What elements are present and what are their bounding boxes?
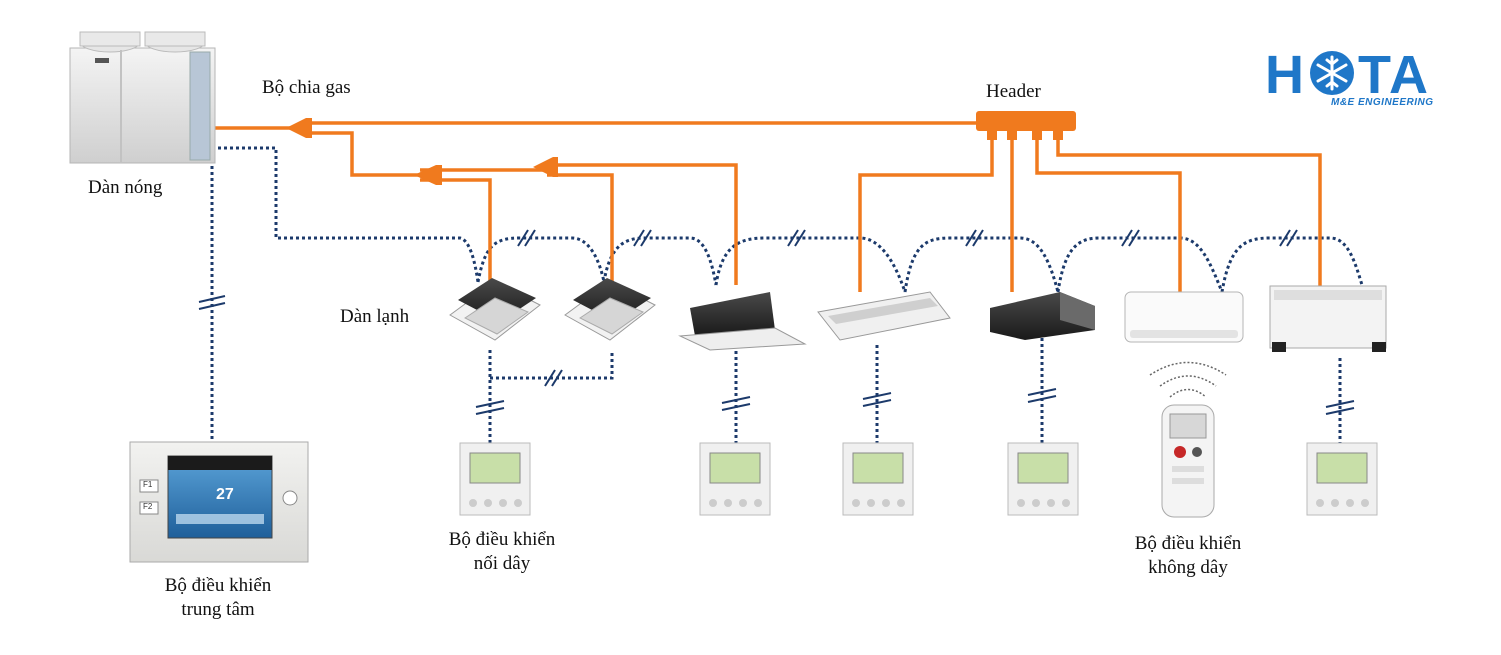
- snowflake-icon: [1308, 48, 1356, 96]
- indoor-ceiling-suspended: [817, 291, 951, 341]
- wire-break-marks: [198, 229, 1355, 415]
- gas-splitters: [286, 118, 558, 185]
- indoor-units-label: Dàn lạnh: [340, 306, 410, 327]
- wireless-controller-label: Bộ điều khiển không dây: [1108, 532, 1268, 580]
- wireless-controller-label-line2: không dây: [1148, 557, 1228, 578]
- central-controller: [129, 441, 309, 563]
- wired-controller-1: [459, 442, 531, 516]
- header-label: Header: [986, 81, 1041, 102]
- indoor-wall-mounted: [1124, 291, 1244, 343]
- indoor-cassette-1: [449, 278, 541, 341]
- central-controller-label-line1: Bộ điều khiển: [164, 575, 272, 596]
- central-panel-key-f2: F2: [143, 502, 153, 511]
- central-controller-label-line2: trung tâm: [181, 599, 255, 620]
- central-panel-key-f1: F1: [143, 480, 153, 489]
- indoor-one-way-cassette: [678, 292, 807, 351]
- central-panel-temperature: 27: [216, 486, 234, 503]
- wired-controller-label-line1: Bộ điều khiển: [448, 529, 556, 550]
- outdoor-unit-label: Dàn nóng: [88, 177, 163, 198]
- wireless-controller-label-line1: Bộ điều khiển: [1134, 533, 1242, 554]
- refrigerant-piping: [212, 121, 1322, 292]
- central-controller-label: Bộ điều khiển trung tâm: [138, 574, 298, 622]
- indoor-cassette-2: [564, 278, 656, 341]
- outdoor-unit: [69, 31, 216, 164]
- wireless-remote: [1149, 361, 1227, 518]
- indoor-floor-standing: [1269, 285, 1387, 352]
- signal-waves-icon: [1149, 361, 1227, 398]
- hota-logo: H TA M&E ENGINEERING: [1265, 44, 1465, 114]
- wired-controller-label: Bộ điều khiển nối dây: [422, 528, 582, 576]
- wired-controller-2: [699, 442, 771, 516]
- logo-letters-ta: TA: [1358, 45, 1430, 105]
- logo-letter-h: H: [1265, 45, 1306, 105]
- logo-wordmark: H TA: [1265, 44, 1430, 106]
- wired-controller-label-line2: nối dây: [473, 553, 531, 574]
- wired-controller-5: [1306, 442, 1378, 516]
- logo-tagline: M&E ENGINEERING: [1331, 97, 1434, 108]
- gas-splitter-label: Bộ chia gas: [262, 77, 351, 98]
- header-manifold: [976, 111, 1076, 140]
- indoor-ducted: [990, 292, 1095, 340]
- wired-controller-4: [1007, 442, 1079, 516]
- wired-controller-3: [842, 442, 914, 516]
